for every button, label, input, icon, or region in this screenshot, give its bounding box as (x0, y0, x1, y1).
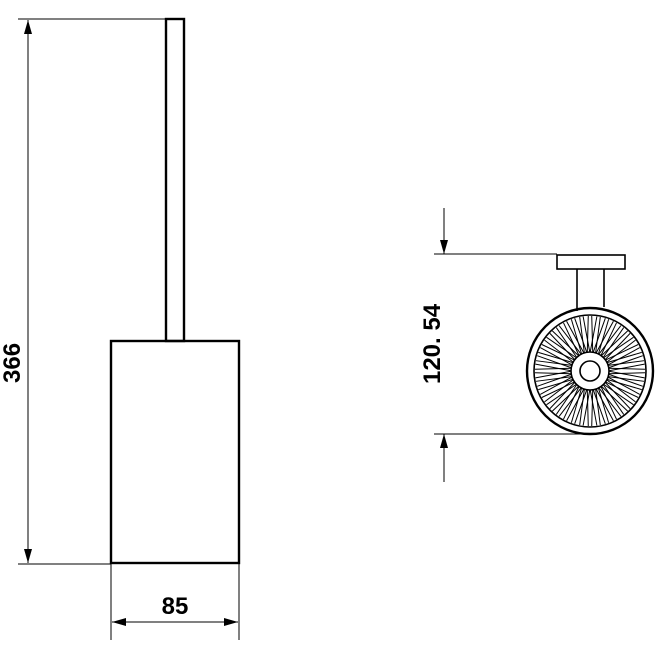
bristle (608, 372, 645, 375)
brush-handle (164, 17, 186, 343)
front-view (109, 17, 241, 565)
bristle (574, 318, 588, 353)
bristle (598, 387, 622, 417)
bristle (606, 379, 636, 403)
bristle (558, 325, 582, 355)
height-dimension: 366 (0, 18, 166, 565)
width-label: 85 (162, 593, 189, 620)
bristle (541, 381, 575, 398)
bristle (592, 318, 606, 353)
brush-head-inner-ring (533, 314, 647, 428)
holder-height-label: 120. 54 (419, 303, 446, 384)
bristle (595, 320, 614, 354)
brush-hub-center (579, 360, 601, 382)
bristle (606, 378, 642, 391)
bristle (535, 372, 572, 375)
bristle (549, 333, 576, 360)
bristle (535, 370, 572, 379)
bristle (535, 367, 572, 370)
bristle (586, 316, 589, 353)
bristle (586, 389, 589, 426)
bristle (555, 327, 578, 358)
bristle (552, 330, 579, 357)
height-label: 366 (0, 343, 26, 383)
side-view (525, 254, 655, 436)
bristle (538, 378, 574, 391)
bristle (574, 389, 588, 424)
wall-plate (556, 254, 626, 270)
bristle (608, 370, 645, 379)
bristle (607, 376, 641, 395)
bristle (558, 387, 582, 417)
bristle (549, 382, 576, 409)
brush-hub-ring (570, 351, 610, 391)
bristle (591, 316, 594, 353)
bristle (600, 386, 617, 420)
bristle (605, 381, 639, 398)
bristle (552, 385, 579, 412)
bristle (589, 389, 598, 426)
brush-canister (109, 339, 241, 565)
bristle (603, 336, 634, 359)
bristle (570, 319, 583, 355)
brush-bristles (535, 316, 645, 426)
width-dimension: 85 (110, 563, 240, 640)
bristle (604, 333, 631, 360)
bristle (608, 376, 645, 382)
bristle (579, 389, 585, 426)
bristle (535, 376, 572, 382)
bristle (535, 363, 572, 372)
bristle (608, 367, 645, 370)
bristle (598, 325, 622, 355)
bristle (602, 384, 625, 415)
bristle (600, 322, 617, 356)
bristle (544, 339, 574, 363)
holder-height-dimension: 120. 54 (419, 208, 590, 482)
bristle (597, 319, 610, 355)
bristle (537, 373, 572, 387)
bristle (601, 330, 628, 357)
bristle (539, 376, 573, 395)
bristle (566, 388, 585, 422)
bristle (570, 387, 583, 423)
bristle (595, 388, 614, 422)
bristle (563, 322, 580, 356)
bristle (592, 389, 606, 424)
bristle (597, 387, 610, 423)
bristle (603, 383, 634, 406)
bristle (563, 386, 580, 420)
bristle (601, 385, 628, 412)
bristle (541, 344, 575, 361)
bristle (566, 320, 585, 354)
bristle (591, 389, 594, 426)
bristle (608, 373, 643, 387)
bristle (595, 316, 601, 353)
bristle (608, 355, 643, 369)
bristle (582, 389, 591, 426)
brush-head-outer (525, 306, 655, 436)
bristle (537, 355, 572, 369)
bristle (602, 327, 625, 358)
bristle (546, 383, 577, 406)
bristle (606, 339, 636, 363)
bristle (608, 363, 645, 372)
bristle (535, 360, 572, 366)
bristle (555, 384, 578, 415)
bristle (606, 351, 642, 364)
bristle (604, 382, 631, 409)
bristle (607, 347, 641, 366)
bristle (579, 316, 585, 353)
bristle (544, 379, 574, 403)
bristle (539, 347, 573, 366)
bristle (605, 344, 639, 361)
bristle (582, 316, 591, 353)
bristle (589, 316, 598, 353)
bristle (608, 360, 645, 366)
bristle (595, 389, 601, 426)
bristle (538, 351, 574, 364)
bristle (546, 336, 577, 359)
